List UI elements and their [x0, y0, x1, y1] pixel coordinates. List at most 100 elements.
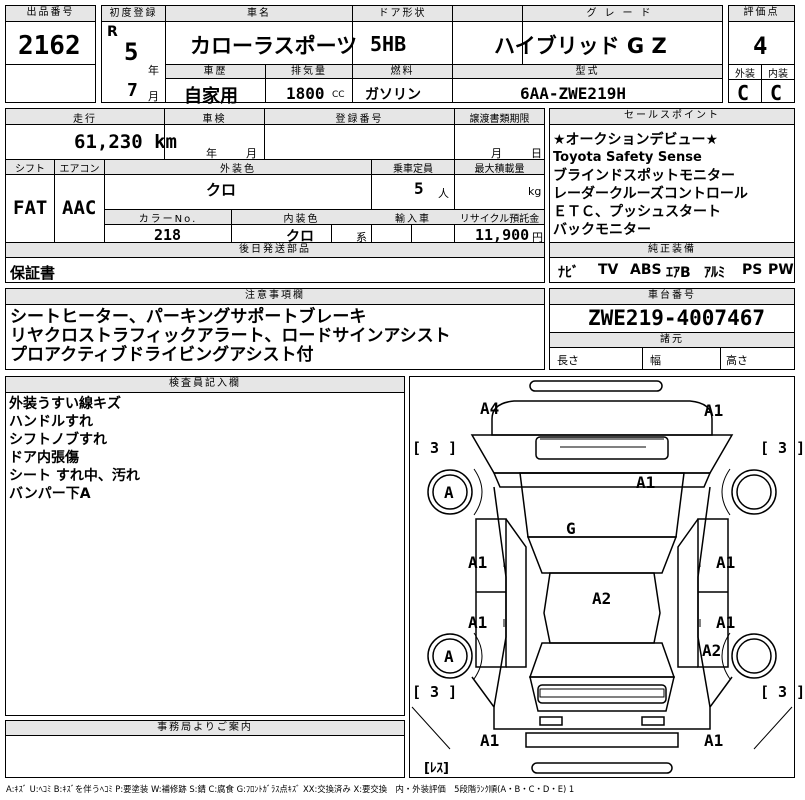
color-value: クロ — [206, 181, 237, 199]
month-unit: 月 — [148, 90, 159, 103]
reg-month: 7 — [127, 80, 138, 101]
caution-line-2: リヤクロストラフィックアラート、ロードサインアシスト — [10, 326, 451, 346]
equip-pw: PW — [768, 262, 794, 278]
equip-airbag: ｴｱB — [666, 265, 691, 281]
regno-label: 登録番号 — [335, 114, 384, 125]
damage-a1-right-door-1: A1 — [716, 553, 736, 572]
transfer-day-unit: 日 — [531, 147, 542, 160]
score-label: 評価点 — [729, 6, 794, 22]
caution-label: 注意事項欄 — [6, 289, 544, 305]
tire-tread-rear-right: [ 3 ] — [760, 683, 805, 701]
type-label: 型式 — [575, 66, 600, 77]
mileage-value: 61,230 km — [74, 131, 177, 153]
damage-a1-left-door-1: A1 — [468, 553, 488, 572]
maxload-unit: kg — [528, 185, 542, 198]
sales-point-1: ★オークションデビュー★ — [553, 132, 719, 148]
width-label: 幅 — [650, 354, 661, 367]
recycle-value: 11,900 — [475, 226, 530, 244]
damage-g-windshield: G — [566, 519, 576, 538]
lot-box: 出品番号 2162 — [5, 5, 96, 103]
car-diagram-box: A4 A1 [ 3 ] [ 3 ] A A1 G A1 A1 A2 A1 A1 … — [409, 376, 805, 778]
sales-point-6: バックモニター — [553, 222, 651, 238]
tire-tread-front-right: [ 3 ] — [760, 439, 805, 457]
shipping-label: 後日発送部品 — [6, 243, 544, 258]
fuel-label: 燃料 — [390, 66, 415, 77]
lot-label: 出品番号 — [6, 6, 95, 22]
damage-a1-bottom-right: A1 — [704, 731, 724, 750]
interior-label: 内装色 — [283, 214, 320, 225]
inspector-box: 検査員記入欄 外装うすい線キズ ハンドルすれ シフトノブすれ ドア内張傷 シート… — [5, 376, 405, 716]
int-grade-value: C — [770, 81, 783, 105]
door-type: 5HB — [370, 32, 407, 56]
chassis-number: ZWE219-4007467 — [588, 306, 766, 330]
office-box: 事務局よりご案内 — [5, 720, 405, 778]
recycle-label: リサイクル預託金 — [459, 214, 540, 225]
inspector-line-5: シート すれ中、汚れ — [9, 468, 140, 484]
caution-line-1: シートヒーター、パーキングサポートブレーキ — [10, 307, 367, 327]
equip-tv: TV — [598, 262, 619, 278]
displacement-value: 1800 — [286, 84, 325, 103]
caution-line-3: プロアクティブドライビングアシスト付 — [10, 345, 314, 365]
insp-year-unit: 年 — [206, 147, 217, 160]
sales-box: セールスポイント ★オークションデビュー★ Toyota Safety Sens… — [549, 108, 795, 283]
damage-a1-right-door-2: A1 — [716, 613, 736, 632]
chassis-box: 車台番号 ZWE219-4007467 諸元 長さ 幅 高さ — [549, 288, 795, 370]
history-label: 車歴 — [203, 66, 228, 77]
door-label: ドア形状 — [378, 8, 427, 19]
grade-label: グレード — [586, 8, 659, 19]
history-value: 自家用 — [184, 86, 238, 107]
equip-navi: ﾅﾋﾞ — [558, 265, 579, 281]
score-box: 評価点 4 外装 内装 C C — [728, 5, 795, 105]
equip-ps: PS — [742, 262, 763, 278]
reg-label: 初度登録 — [109, 8, 158, 19]
maxload-label: 最大積載量 — [474, 164, 525, 175]
inspector-line-1: 外装うすい線キズ — [9, 396, 121, 412]
damage-a2-roof: A2 — [592, 589, 612, 608]
colorno-value: 218 — [154, 226, 182, 244]
fuel-value: ガソリン — [365, 87, 421, 103]
equip-alloy: ｱﾙﾐ — [704, 265, 725, 281]
inspection-label: 車検 — [202, 114, 227, 125]
equip-label: 純正装備 — [550, 243, 794, 258]
caution-box: 注意事項欄 シートヒーター、パーキングサポートブレーキ リヤクロストラフィックア… — [5, 288, 545, 370]
dims-label: 諸元 — [550, 333, 794, 348]
ext-grade-value: C — [737, 81, 750, 105]
inspector-line-6: バンパー下A — [9, 486, 91, 502]
colorno-label: カラーNo. — [138, 214, 198, 225]
damage-a1-top-right: A1 — [704, 401, 724, 420]
type-value: 6AA-ZWE219H — [520, 84, 626, 103]
chassis-label: 車台番号 — [550, 289, 794, 305]
office-label: 事務局よりご案内 — [6, 721, 404, 736]
sales-point-3: ブラインドスポットモニター — [553, 168, 735, 184]
shift-value: FAT — [13, 197, 48, 219]
mileage-label: 走行 — [73, 114, 97, 125]
reg-year: 5 — [124, 38, 139, 66]
model-label: 車名 — [247, 8, 271, 19]
tire-tread-rear-left: [ 3 ] — [412, 683, 458, 701]
tire-tread-front-left: [ 3 ] — [412, 439, 458, 457]
recycle-unit: 円 — [532, 231, 543, 244]
ext-grade-label: 外装 — [735, 69, 755, 80]
transfer-month-unit: 月 — [491, 147, 502, 160]
interior-value: クロ — [286, 229, 314, 245]
capacity-unit: 人 — [438, 187, 449, 200]
score-value: 4 — [753, 32, 768, 60]
spec-box: 走行 車検 登録番号 譲渡書類期限 61,230 km 年 月 月 日 シフト … — [5, 108, 545, 283]
interior-unit: 系 — [356, 231, 367, 244]
lot-number: 2162 — [18, 31, 81, 61]
inspector-label: 検査員記入欄 — [6, 377, 404, 393]
sales-label: セールスポイント — [550, 109, 794, 125]
damage-a1-hood: A1 — [636, 473, 656, 492]
shipping-value: 保証書 — [10, 264, 56, 282]
car-diagram — [411, 380, 793, 774]
height-label: 高さ — [726, 354, 748, 367]
sales-point-5: ＥＴＣ、プッシュスタート — [553, 204, 721, 220]
model-name: カローラスポーツ — [190, 34, 358, 58]
inspector-line-4: ドア内張傷 — [9, 450, 79, 466]
import-label: 輸入車 — [395, 214, 431, 225]
damage-a1-bottom-left: A1 — [480, 731, 500, 750]
damage-a4: A4 — [480, 399, 500, 418]
int-grade-label: 内装 — [768, 69, 788, 80]
spare-tire-label: [ﾚｽ] — [424, 761, 449, 776]
era: R — [107, 24, 118, 40]
